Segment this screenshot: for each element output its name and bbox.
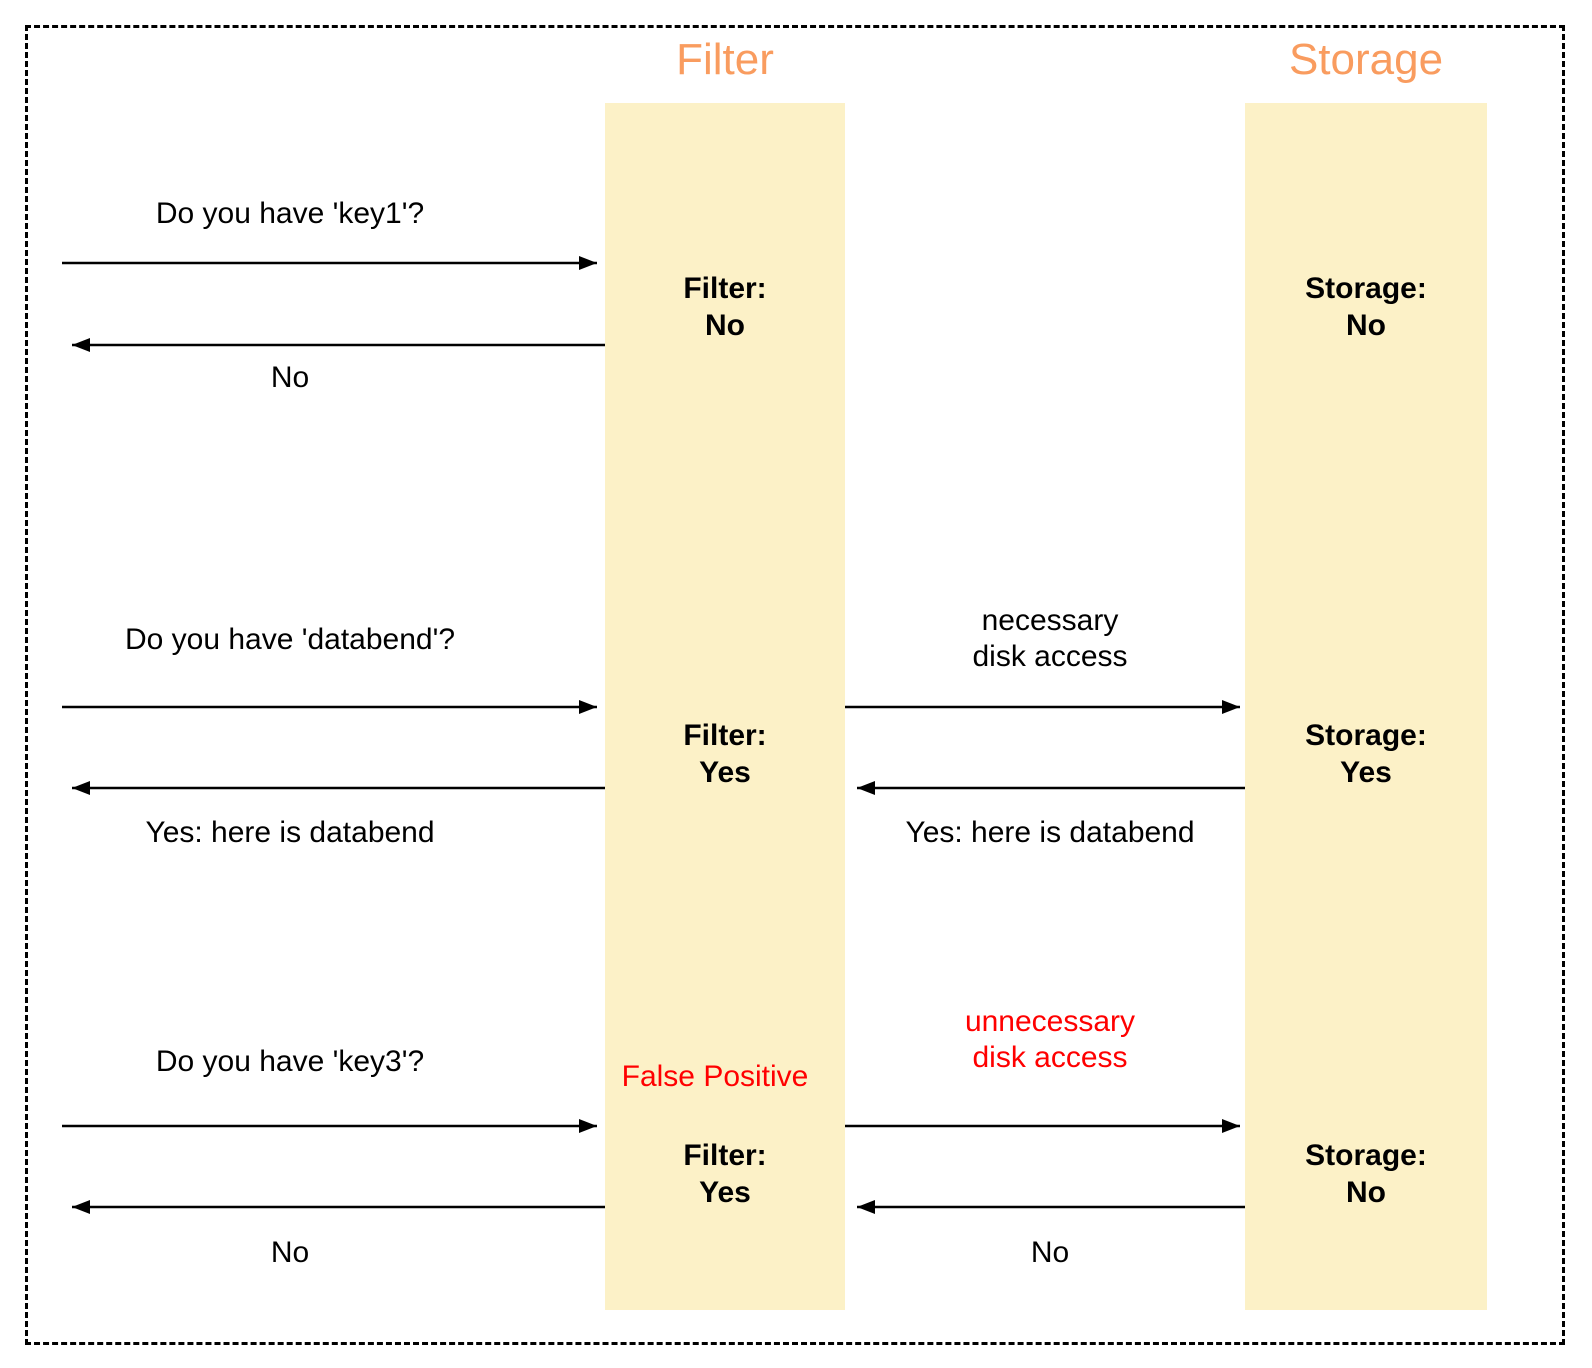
storage-reply-label-key3: No bbox=[1030, 1236, 1070, 1269]
request-label-databend: Do you have 'databend'? bbox=[124, 623, 456, 656]
client-reply-label-key3: No bbox=[270, 1236, 310, 1269]
disk-access-note-key3-line1: unnecessary bbox=[964, 1005, 1136, 1038]
filter-result-databend-value: Yes bbox=[699, 756, 751, 789]
storage-lane-title: Storage bbox=[1288, 35, 1444, 84]
storage-reply-label-databend: Yes: here is databend bbox=[905, 816, 1195, 849]
filter-result-key1-value: No bbox=[705, 309, 745, 342]
filter-result-key1-label: Filter: bbox=[683, 272, 767, 305]
storage-result-key1-value: No bbox=[1346, 309, 1386, 342]
filter-result-key3-value: Yes bbox=[699, 1176, 751, 1209]
filter-result-key1: Filter: No bbox=[605, 270, 845, 344]
diagram-dashed-border bbox=[25, 25, 1565, 1345]
disk-access-note-databend: necessary disk access bbox=[850, 603, 1250, 675]
false-positive-label: False Positive bbox=[621, 1060, 809, 1093]
storage-lane bbox=[1245, 103, 1487, 1310]
filter-result-key3-label: Filter: bbox=[683, 1139, 767, 1172]
storage-result-key3-label: Storage: bbox=[1305, 1139, 1427, 1172]
client-reply-label-key1: No bbox=[270, 361, 310, 394]
filter-lane bbox=[605, 103, 845, 1310]
storage-result-databend-label: Storage: bbox=[1305, 719, 1427, 752]
storage-result-databend-value: Yes bbox=[1340, 756, 1392, 789]
request-label-key1: Do you have 'key1'? bbox=[155, 197, 425, 230]
storage-result-key3: Storage: No bbox=[1245, 1137, 1487, 1211]
storage-result-key3-value: No bbox=[1346, 1176, 1386, 1209]
disk-access-note-databend-line2: disk access bbox=[972, 640, 1128, 673]
filter-result-key3: Filter: Yes bbox=[605, 1137, 845, 1211]
filter-result-databend-label: Filter: bbox=[683, 719, 767, 752]
filter-result-databend: Filter: Yes bbox=[605, 717, 845, 791]
disk-access-note-databend-line1: necessary bbox=[981, 604, 1119, 637]
storage-result-key1: Storage: No bbox=[1245, 270, 1487, 344]
disk-access-note-key3-line2: disk access bbox=[972, 1041, 1128, 1074]
disk-access-note-key3: unnecessary disk access bbox=[850, 1004, 1250, 1076]
filter-lane-title: Filter bbox=[676, 35, 774, 84]
request-label-key3: Do you have 'key3'? bbox=[155, 1045, 425, 1078]
client-reply-label-databend: Yes: here is databend bbox=[145, 816, 435, 849]
storage-result-databend: Storage: Yes bbox=[1245, 717, 1487, 791]
storage-result-key1-label: Storage: bbox=[1305, 272, 1427, 305]
